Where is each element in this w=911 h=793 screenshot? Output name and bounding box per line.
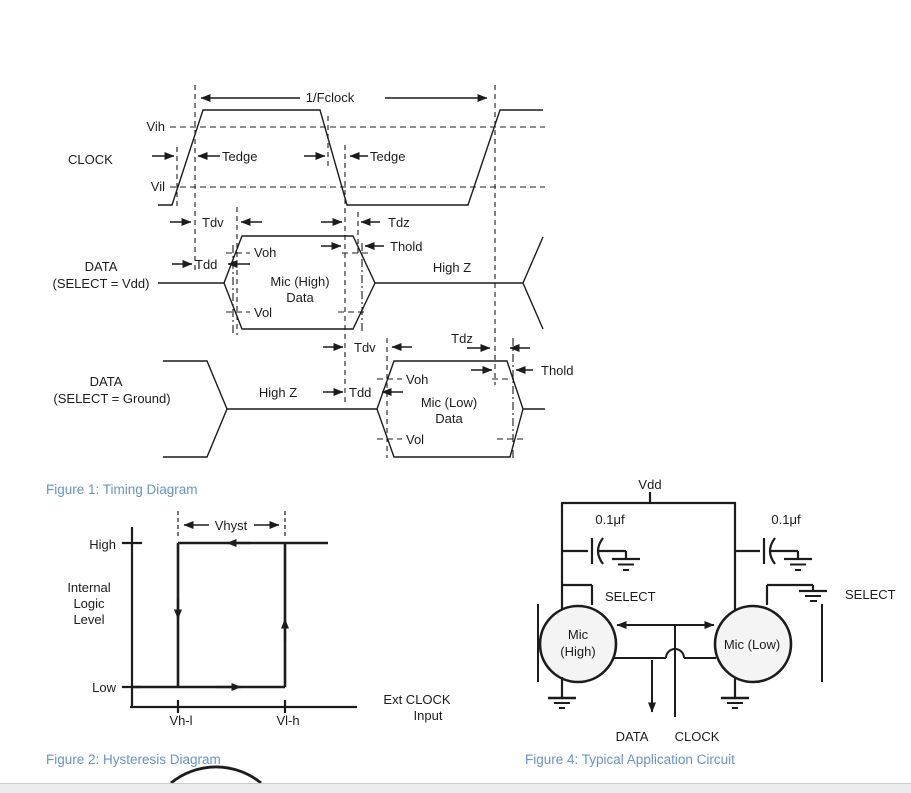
row1-name-label: DATA xyxy=(85,259,118,274)
row2-thold-label: Thold xyxy=(541,363,574,378)
row2-arrows xyxy=(323,343,533,396)
mic-high-label-line2: (High) xyxy=(560,644,595,659)
right-cap-value-label: 0.1μf xyxy=(771,512,801,527)
cutoff-figure-arc xyxy=(170,765,262,785)
row2-vol-label: Vol xyxy=(406,432,424,447)
vhl-tick-label: Vh-l xyxy=(169,713,192,728)
vhyst-label: Vhyst xyxy=(215,518,248,533)
left-select-tie xyxy=(562,583,594,605)
high-label: High xyxy=(89,537,116,552)
hyst-loop-arrows xyxy=(174,539,289,691)
left-select-label: SELECT xyxy=(605,589,656,604)
mic-low-label: Mic (Low) xyxy=(724,637,780,652)
application-circuit xyxy=(537,492,827,717)
fclock-label: 1/Fclock xyxy=(306,90,355,105)
row1-level-dashes xyxy=(226,252,368,313)
row1-vol-label: Vol xyxy=(254,305,272,320)
tdd1-label: Tdd xyxy=(195,257,217,272)
figure4-caption: Figure 4: Typical Application Circuit xyxy=(525,752,735,767)
data-bus xyxy=(614,648,716,713)
vlh-tick-label: Vl-h xyxy=(276,713,299,728)
mic-high-ground xyxy=(548,677,576,709)
timing-diagram-labels: 1/Fclock Vih Vil CLOCK Tedge Tedge Tdv T… xyxy=(46,90,574,497)
timing-diagram xyxy=(152,85,545,458)
data-row1-waveform xyxy=(158,235,544,330)
hysteresis-labels: Vhyst High Low Internal Logic Level Vh-l… xyxy=(46,518,451,767)
row1-highz-label: High Z xyxy=(433,260,471,275)
data-pin-label: DATA xyxy=(616,729,649,744)
figure1-caption: Figure 1: Timing Diagram xyxy=(46,482,198,497)
hysteresis-loop xyxy=(132,541,328,689)
xaxis-label-line2: Input xyxy=(414,708,443,723)
row2-voh-label: Voh xyxy=(406,372,428,387)
row2-tdd-label: Tdd xyxy=(349,385,371,400)
vhyst-guides xyxy=(177,511,286,539)
left-cap-value-label: 0.1μf xyxy=(595,512,625,527)
yaxis-label-line2: Logic xyxy=(73,596,105,611)
row1-select-label: (SELECT = Vdd) xyxy=(53,276,150,291)
vih-label: Vih xyxy=(146,119,165,134)
mic-high-label-line1: Mic xyxy=(568,627,589,642)
right-select-label: SELECT xyxy=(845,587,896,602)
data-row2-waveform xyxy=(163,360,545,458)
row2-level-dashes xyxy=(377,378,524,440)
yaxis-label-line1: Internal xyxy=(67,580,110,595)
row2-tdz-label: Tdz xyxy=(451,331,473,346)
clock-pin-label: CLOCK xyxy=(675,729,720,744)
vdd-label: Vdd xyxy=(638,477,661,492)
row2-name-label: DATA xyxy=(90,374,123,389)
application-circuit-labels: Vdd 0.1μf 0.1μf SELECT SELECT Mic (High)… xyxy=(525,477,896,767)
mic-low-circle xyxy=(713,604,793,684)
vil-label: Vil xyxy=(151,179,165,194)
clock-signal-label: CLOCK xyxy=(68,152,113,167)
tdz1-label: Tdz xyxy=(388,215,410,230)
row1-data-word-label: Data xyxy=(286,290,314,305)
row1-arrows xyxy=(170,218,384,268)
row2-tdv-label: Tdv xyxy=(354,340,376,355)
xaxis-label-line1: Ext CLOCK xyxy=(383,692,451,707)
clock-waveform xyxy=(158,109,543,206)
right-select-tie xyxy=(765,583,827,605)
thold1-label: Thold xyxy=(390,239,423,254)
mic-high-circle xyxy=(538,604,618,684)
left-capacitor xyxy=(562,537,640,571)
row1-voh-label: Voh xyxy=(254,245,276,260)
row2-data-word-label: Data xyxy=(435,411,463,426)
tedge2-label: Tedge xyxy=(370,149,405,164)
row2-highz-label: High Z xyxy=(259,385,297,400)
low-label: Low xyxy=(92,680,116,695)
clock-bus xyxy=(616,621,715,717)
window-bottom-bar xyxy=(0,783,911,793)
mic-low-ground xyxy=(721,678,749,709)
row2-select-label: (SELECT = Ground) xyxy=(53,391,170,406)
row1-mic-high-label: Mic (High) xyxy=(270,274,329,289)
tdv1-label: Tdv xyxy=(202,215,224,230)
hysteresis-diagram xyxy=(122,511,357,713)
figure2-caption: Figure 2: Hysteresis Diagram xyxy=(46,752,221,767)
tedge1-label: Tedge xyxy=(222,149,257,164)
row2-mic-low-label: Mic (Low) xyxy=(421,395,477,410)
dashdot-guides xyxy=(232,243,514,458)
right-capacitor xyxy=(735,537,812,571)
yaxis-label-line3: Level xyxy=(73,612,104,627)
